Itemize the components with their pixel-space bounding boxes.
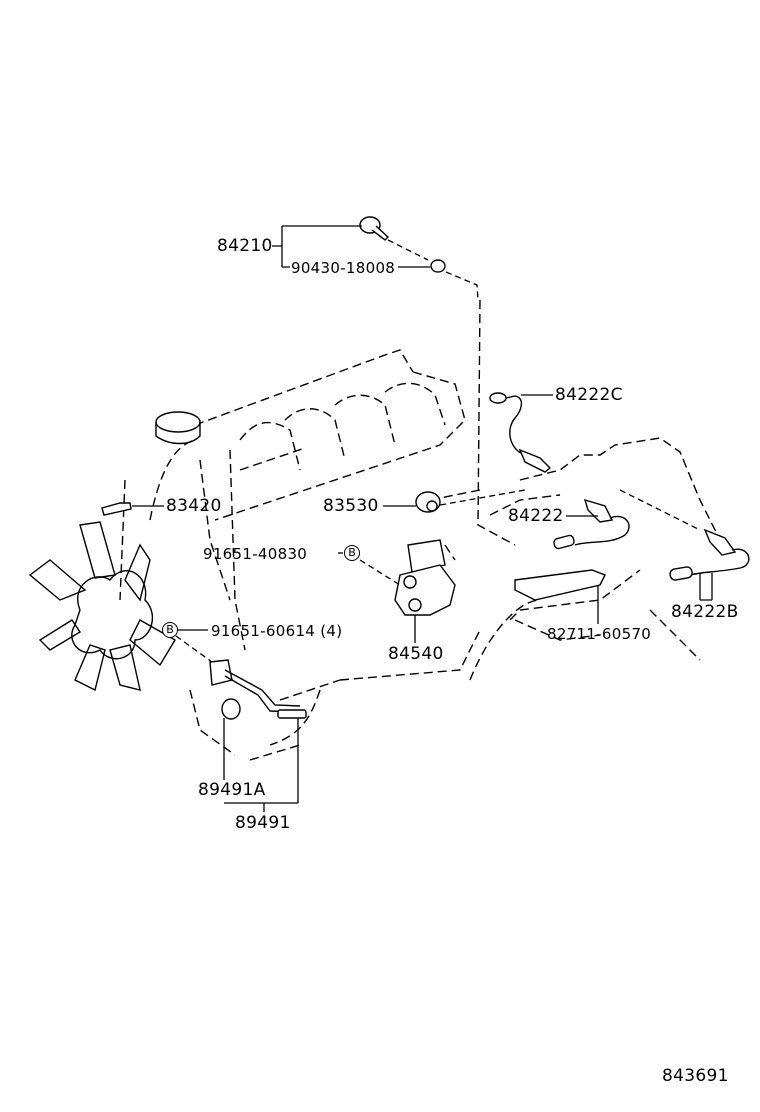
leader-b2-dashed — [175, 635, 213, 663]
part-84222B-sensor — [669, 528, 750, 581]
label-90430-18008: 90430-18008 — [291, 259, 396, 277]
part-83420-sensor — [101, 502, 132, 516]
part-83530-switch — [415, 491, 441, 513]
callout-b-2: B — [162, 622, 178, 638]
part-82711-bracket — [514, 569, 606, 601]
label-91651-60614: 91651-60614 (4) — [211, 622, 343, 640]
oil-filler-cap — [155, 411, 201, 445]
part-89491-harness — [209, 659, 307, 719]
label-84222B: 84222B — [671, 602, 739, 622]
label-84540: 84540 — [388, 644, 444, 664]
callout-b-1: B — [344, 545, 360, 561]
leader-83530-dashed — [439, 489, 526, 506]
part-90430-gasket — [430, 259, 446, 273]
part-84540-switch — [394, 539, 456, 616]
leader-84210-dashed — [387, 239, 479, 301]
figure-number: 843691 — [662, 1066, 729, 1086]
label-82711-60570: 82711-60570 — [547, 625, 652, 643]
label-84210: 84210 — [217, 236, 273, 256]
leader-lines — [132, 225, 713, 812]
label-89491: 89491 — [235, 813, 291, 833]
engine-outline — [119, 299, 721, 761]
part-84222-sensor — [553, 498, 630, 550]
part-84222C-sensor — [489, 392, 552, 473]
label-84222: 84222 — [508, 506, 564, 526]
leader-b1-dashed — [359, 559, 401, 586]
label-89491A: 89491A — [198, 780, 266, 800]
label-84222C: 84222C — [555, 385, 623, 405]
leader-84222B-dashed — [619, 489, 701, 531]
part-89491A-gasket — [221, 698, 241, 720]
part-84210-switch — [359, 216, 390, 241]
cooling-fan — [28, 521, 176, 692]
label-91651-40830: 91651-40830 — [203, 545, 308, 563]
label-83530: 83530 — [323, 496, 379, 516]
label-83420: 83420 — [166, 496, 222, 516]
